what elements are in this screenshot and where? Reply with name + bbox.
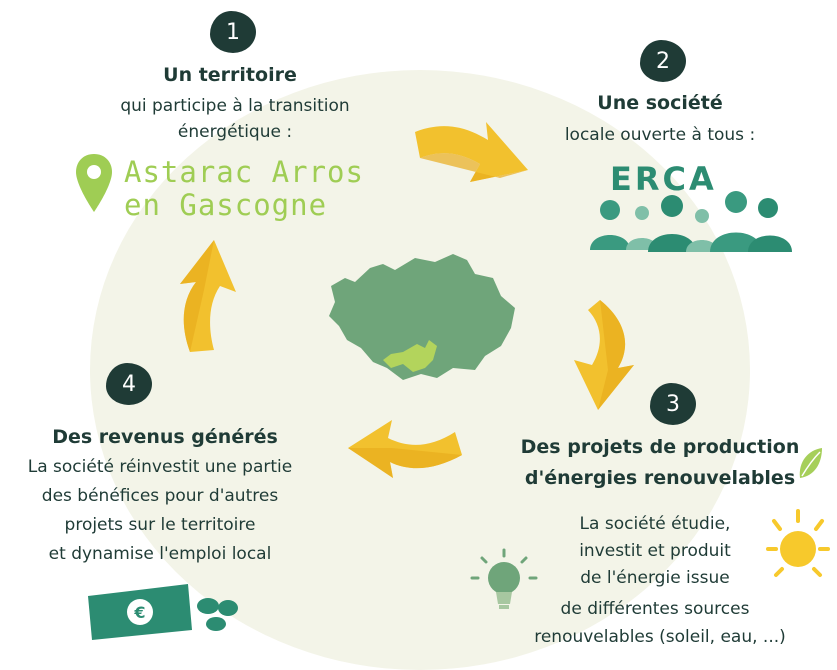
brand-line-2: en Gascogne — [124, 188, 328, 222]
leaf-icon — [799, 448, 822, 478]
step-3-title-line-1: Des projets de production — [520, 436, 800, 458]
step-number: 2 — [656, 48, 670, 74]
step-4-title: Des revenus générés — [52, 426, 278, 448]
arrow-up-icon — [180, 240, 236, 352]
location-pin-icon — [76, 154, 112, 212]
step-number: 4 — [122, 371, 136, 397]
step-3-text-line: investit et produit — [579, 541, 731, 561]
step-3-title-line-2: d'énergies renouvelables — [524, 467, 796, 489]
step-4-text-line: projets sur le territoire — [64, 515, 256, 535]
arrow-left-icon — [348, 420, 462, 478]
step-4-text-line: et dynamise l'emploi local — [48, 544, 272, 564]
step-4-text-line: La société réinvestit une partie — [27, 457, 293, 477]
step-1-title: Un territoire — [163, 64, 297, 86]
step-3-text-line: de différentes sources — [560, 599, 750, 619]
svg-text:€: € — [133, 603, 145, 622]
step-3-text-line: de l'énergie issue — [580, 568, 730, 588]
step-1-text-line: énergétique : — [177, 122, 293, 142]
step-4-text-line: des bénéfices pour d'autres — [41, 486, 279, 506]
step-1-text-line: qui participe à la transition — [120, 96, 350, 116]
arrow-right-icon — [415, 122, 528, 182]
coins-icon — [197, 598, 238, 631]
step-3-badge: 3 — [650, 383, 696, 425]
brand-line-1: Astarac Arros — [124, 155, 364, 189]
territory-map-icon — [329, 254, 515, 380]
step-2-badge: 2 — [640, 40, 686, 82]
banknote-icon: € — [88, 584, 192, 640]
step-3-text-line: renouvelables (soleil, eau, ...) — [534, 627, 786, 647]
step-2-text-line: locale ouverte à tous : — [564, 125, 756, 145]
sun-icon — [766, 509, 830, 577]
step-2-title: Une société — [597, 92, 723, 114]
step-1-badge: 1 — [210, 11, 256, 53]
arrow-down-icon — [574, 300, 634, 410]
erca-logo-text: ERCA — [610, 160, 717, 198]
step-number: 1 — [226, 19, 240, 45]
people-group-icon — [590, 191, 792, 252]
lightbulb-icon — [470, 548, 538, 609]
step-3-text-line: La société étudie, — [579, 514, 731, 534]
step-4-badge: 4 — [106, 363, 152, 405]
step-number: 3 — [666, 391, 680, 417]
